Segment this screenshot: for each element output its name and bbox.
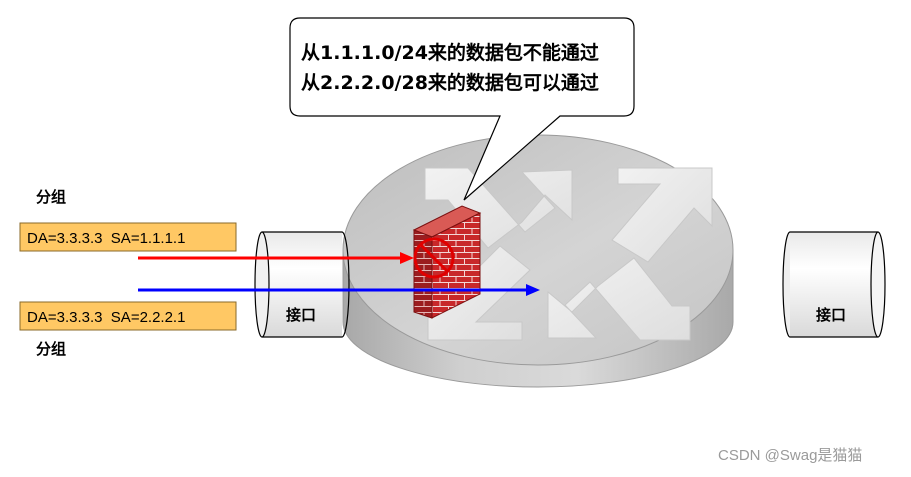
right-interface: 接口 bbox=[782, 231, 886, 338]
right-interface-label: 接口 bbox=[816, 306, 846, 324]
packet-1: 分组 DA=3.3.3.3 SA=1.1.1.1 bbox=[19, 188, 237, 252]
callout-line-1: 从1.1.1.0/24来的数据包不能通过 bbox=[301, 41, 599, 64]
watermark: CSDN @Swag是猫猫 bbox=[718, 447, 862, 464]
packet-1-label: 分组 bbox=[36, 188, 66, 206]
packet-2-box bbox=[19, 301, 237, 331]
firewall bbox=[412, 205, 482, 319]
packet-2-label: 分组 bbox=[36, 340, 66, 358]
callout-line-2: 从2.2.2.0/28来的数据包可以通过 bbox=[301, 71, 599, 94]
left-interface: 接口 bbox=[254, 231, 350, 338]
callout-bubble bbox=[289, 17, 635, 201]
packet-1-box bbox=[19, 222, 237, 252]
packet-2: DA=3.3.3.3 SA=2.2.2.1 分组 bbox=[19, 301, 237, 358]
packet-2-header: DA=3.3.3.3 SA=2.2.2.1 bbox=[27, 309, 185, 326]
denied-packet-arrow bbox=[138, 252, 414, 264]
deny-sign-icon bbox=[413, 237, 455, 279]
left-interface-label: 接口 bbox=[286, 306, 316, 324]
permitted-packet-arrow bbox=[138, 284, 540, 296]
packet-1-header: DA=3.3.3.3 SA=1.1.1.1 bbox=[27, 230, 185, 247]
callout: 从1.1.1.0/24来的数据包不能通过 从2.2.2.0/28来的数据包可以通… bbox=[289, 17, 635, 201]
